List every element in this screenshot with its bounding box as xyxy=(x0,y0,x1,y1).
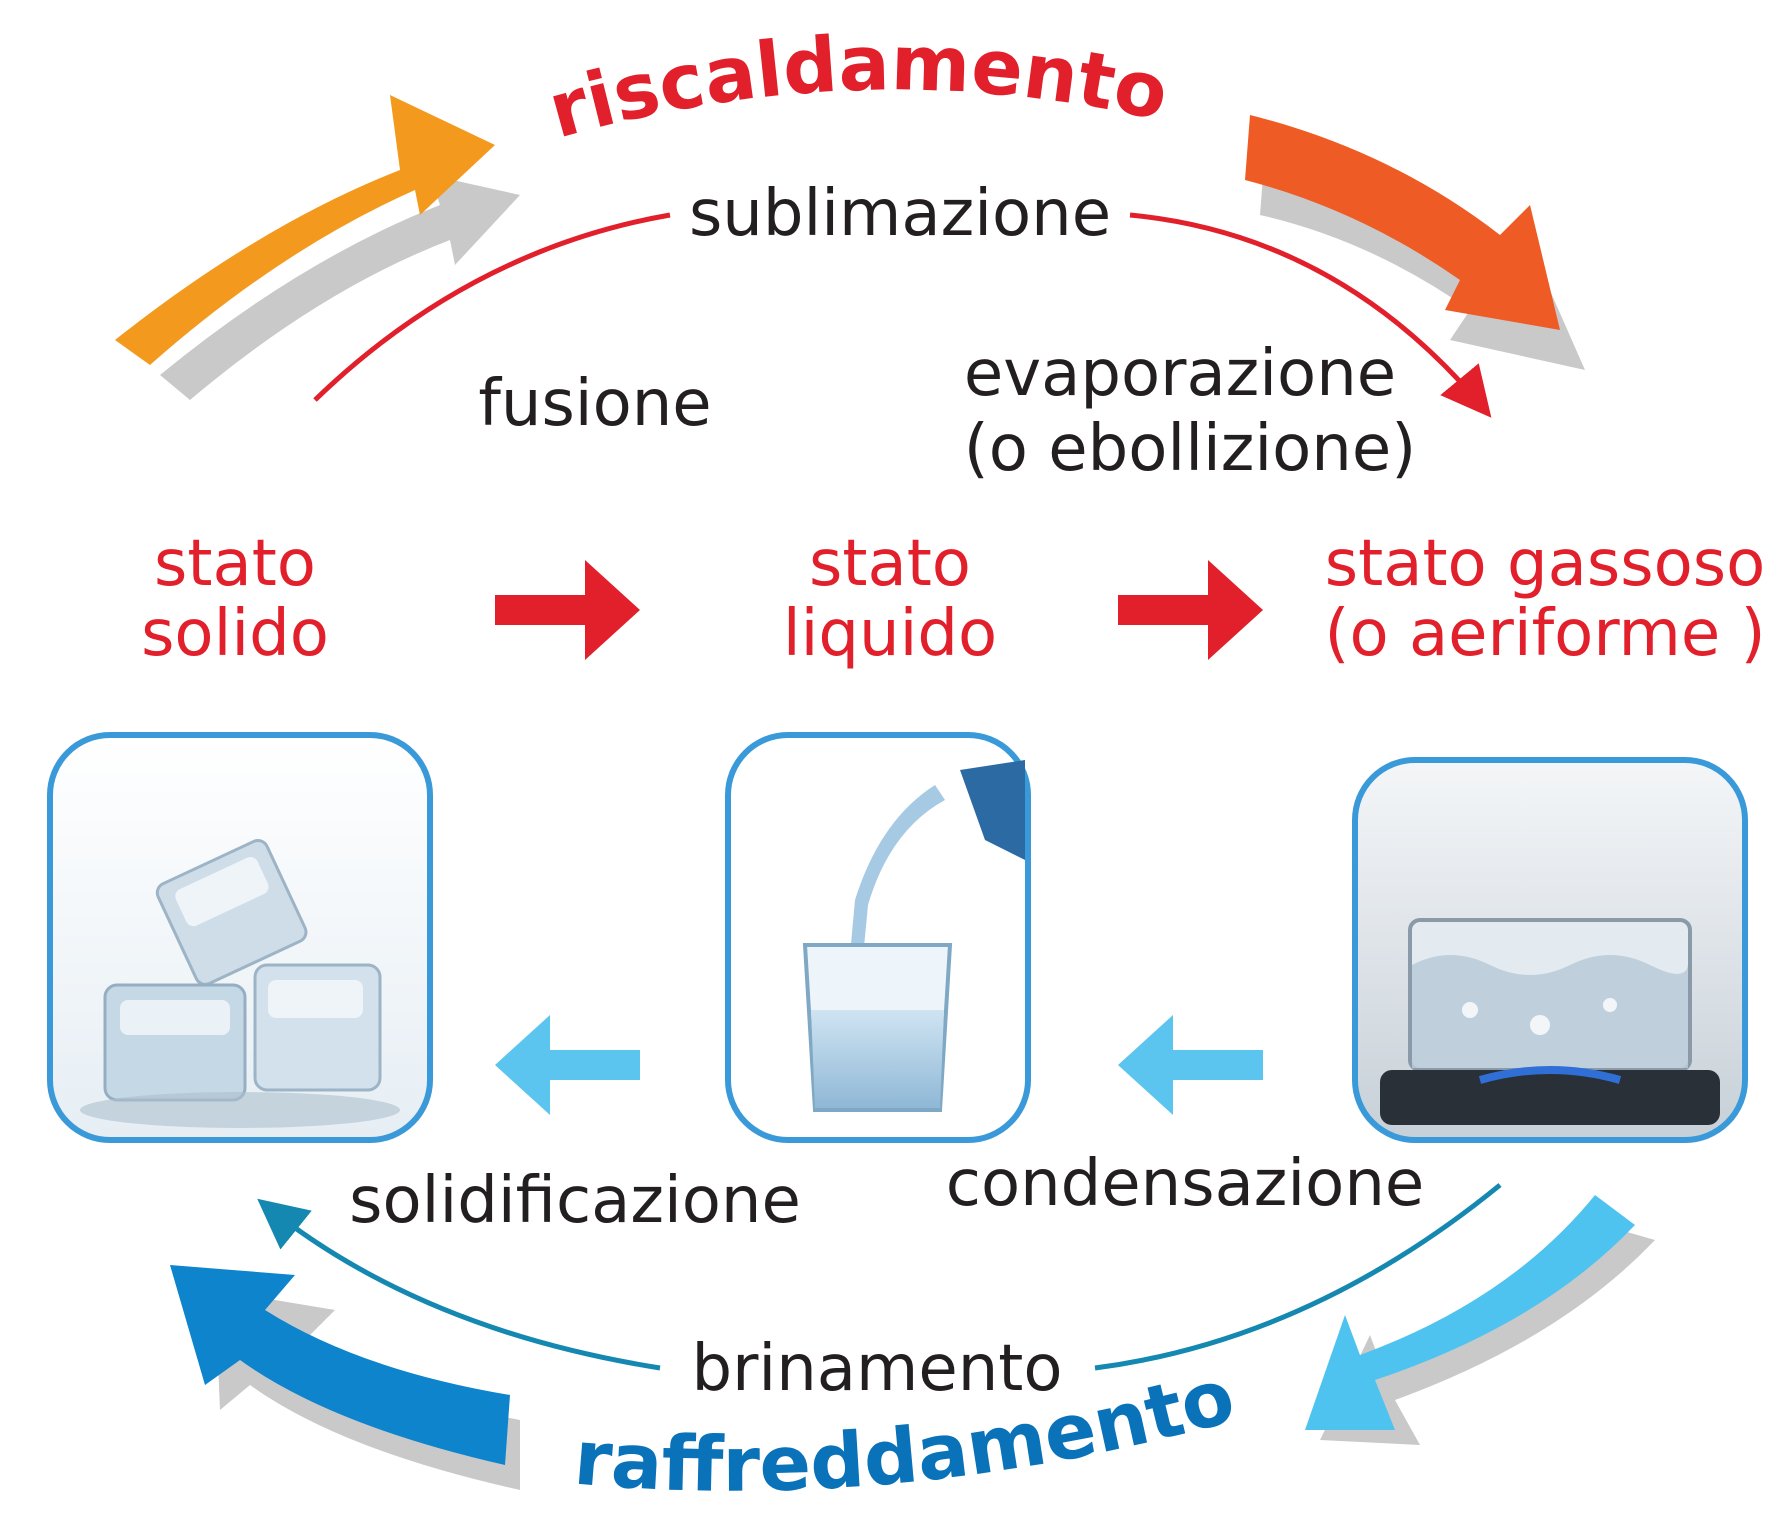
evaporation-label-line1: evaporazione xyxy=(964,337,1396,411)
forward-arrow-solid-to-liquid xyxy=(495,560,640,660)
sublimation-arc-right xyxy=(1129,212,1492,418)
sublimation-arc-left xyxy=(313,212,671,402)
evaporation-label-line2: (o ebollizione) xyxy=(964,412,1416,486)
heating-arrow-right-body xyxy=(1245,115,1560,330)
ice-cube-top xyxy=(155,839,308,986)
bubble xyxy=(1530,1015,1550,1035)
heating-arrow-left-body xyxy=(115,95,495,365)
bubble xyxy=(1462,1002,1478,1018)
solidification-label: solidificazione xyxy=(349,1164,801,1238)
backward-arrow-gas-to-liquid xyxy=(1118,1015,1263,1115)
cooling-arrow-right-body xyxy=(1305,1195,1635,1430)
ice-melt-puddle xyxy=(80,1092,400,1128)
cooling-arrow-right xyxy=(1305,1195,1655,1445)
deposition-label: brinamento xyxy=(691,1332,1062,1406)
heating-arrow-left xyxy=(115,95,520,400)
state-liquid-label: stato liquido xyxy=(783,527,997,671)
boiling-pot-image xyxy=(1352,757,1748,1143)
heating-arrow-left-shadow xyxy=(160,175,520,400)
bottle-neck xyxy=(960,760,1025,860)
sublimation-label: sublimazione xyxy=(689,177,1111,251)
cooling-arrow-left xyxy=(170,1265,520,1490)
cooling-arrow-right-shadow xyxy=(1320,1230,1655,1445)
glass-frame xyxy=(725,732,1031,1143)
glass-of-water-image xyxy=(725,732,1031,1143)
deposition-arc-right xyxy=(1094,1183,1502,1371)
ice-cubes-image xyxy=(47,732,433,1143)
heating-title: riscaldamento xyxy=(539,18,1176,156)
backward-arrow-liquid-to-solid xyxy=(495,1015,640,1115)
ice-cube-left-shine xyxy=(120,1000,230,1035)
ice-cube-right-shine xyxy=(268,980,363,1018)
state-solid-line2: solido xyxy=(141,597,329,671)
state-liquid-line1: stato xyxy=(809,527,971,601)
cooling-arrow-left-body xyxy=(170,1265,510,1465)
heating-arrow-right xyxy=(1245,115,1585,370)
fusion-label: fusione xyxy=(478,367,711,441)
glass-water xyxy=(811,1010,944,1108)
stove-burner xyxy=(1380,1070,1720,1125)
forward-arrow-liquid-to-gas xyxy=(1118,560,1263,660)
state-solid-line1: stato xyxy=(154,527,316,601)
pot-water xyxy=(1412,955,1689,1068)
bubble xyxy=(1603,998,1617,1012)
condensation-label: condensazione xyxy=(946,1147,1425,1221)
state-gas-label: stato gassoso (o aeriforme ) xyxy=(1324,527,1765,671)
gas-flame xyxy=(1478,1066,1622,1084)
deposition-arc-left xyxy=(257,1198,661,1371)
state-gas-line2: (o aeriforme ) xyxy=(1324,597,1765,671)
state-gas-line1: stato gassoso xyxy=(1325,527,1765,601)
state-solid-label: stato solido xyxy=(141,527,329,671)
state-liquid-line2: liquido xyxy=(783,597,997,671)
